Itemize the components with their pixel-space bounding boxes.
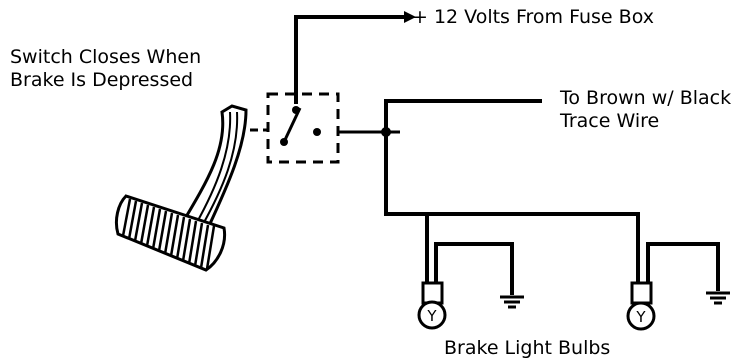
brake-light-bulb-2	[626, 214, 720, 331]
fuse-box-wire	[294, 15, 406, 104]
pedal-pad	[114, 194, 227, 272]
bulbs-label: Brake Light Bulbs	[444, 337, 611, 359]
ground-symbol-2	[706, 291, 730, 305]
brake-switch	[250, 92, 383, 164]
switch-label-line1: Switch Closes When	[10, 46, 202, 68]
brake-pedal	[114, 104, 248, 272]
fuse-wire-arrowhead	[404, 11, 416, 23]
switch-label-line2: Brake Is Depressed	[10, 69, 194, 91]
ground-symbol-1	[500, 295, 524, 309]
brown-wire-label-line2: Trace Wire	[560, 110, 660, 132]
bulb-symbol-2: Y	[635, 308, 646, 326]
fuse-box-label: + 12 Volts From Fuse Box	[412, 6, 654, 28]
bulb-symbol-1: Y	[426, 307, 437, 325]
brake-light-bulb-1	[417, 214, 514, 330]
brown-wire-label-line1: To Brown w/ Black	[560, 87, 732, 109]
